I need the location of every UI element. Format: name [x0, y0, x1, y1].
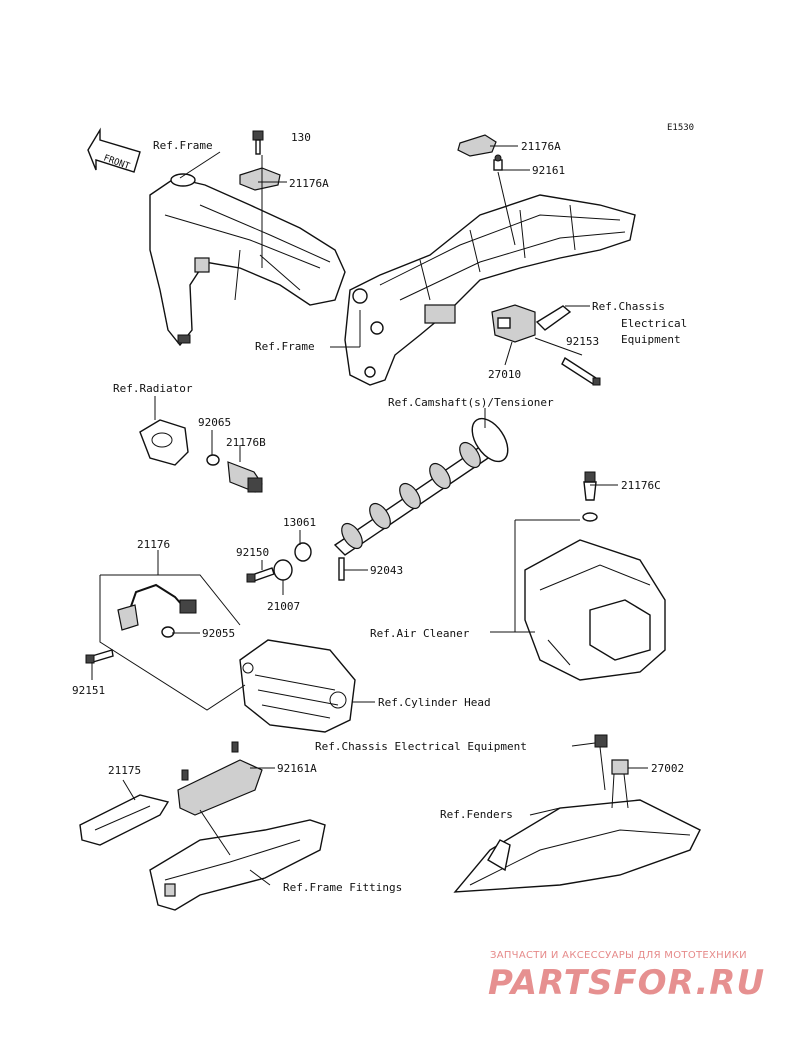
rotor-13061 [294, 542, 312, 562]
label-92161: 92161 [532, 164, 565, 177]
sensor-21176b [227, 461, 263, 493]
radiator-housing [139, 419, 189, 466]
label-ref-radiator: Ref.Radiator [113, 382, 193, 395]
rear-fender [453, 799, 701, 893]
leader-lines [91, 145, 648, 886]
label-130: 130 [291, 131, 311, 144]
label-ref-air-cleaner: Ref.Air Cleaner [370, 627, 470, 640]
sensor-21176a-right [457, 134, 497, 157]
sensor-21176c [582, 471, 598, 522]
connector-27002 [611, 759, 629, 809]
label-21176: 21176 [137, 538, 170, 551]
label-ref-chassis-3: Equipment [621, 333, 681, 346]
bolt-92153 [561, 356, 601, 386]
sensor-21176a-left [239, 167, 281, 191]
label-ref-cylinder-head: Ref.Cylinder Head [378, 696, 491, 709]
label-21176c: 21176C [621, 479, 661, 492]
label-ref-chassis-1: Ref.Chassis [592, 300, 665, 313]
unit-92161a [177, 741, 263, 816]
bolt-130 [252, 130, 264, 155]
bolt-92161 [493, 154, 503, 171]
label-ref-fenders: Ref.Fenders [440, 808, 513, 821]
air-cleaner-box [524, 539, 666, 681]
label-21176a-left: 21176A [289, 177, 329, 190]
label-ref-frame-fittings: Ref.Frame Fittings [283, 881, 402, 894]
label-ref-frame-mid: Ref.Frame [255, 340, 315, 353]
camshaft [333, 417, 509, 556]
label-27002: 27002 [651, 762, 684, 775]
label-ref-chassis-2: Electrical [621, 317, 687, 330]
label-92151: 92151 [72, 684, 105, 697]
washer-92065 [206, 454, 220, 466]
label-92065: 92065 [198, 416, 231, 429]
cover-21175 [79, 794, 170, 846]
sensor-21007 [273, 559, 293, 581]
label-92153: 92153 [566, 335, 599, 348]
frame-fitting-tray [149, 819, 326, 911]
label-27010: 27010 [488, 368, 521, 381]
connector-chassis-rear [594, 734, 608, 791]
front-arrow-icon: FRONT [87, 127, 141, 173]
cylinder-head [239, 639, 356, 733]
label-21176a-right: 21176A [521, 140, 561, 153]
main-frame-drawing [344, 194, 636, 386]
label-92161a: 92161A [277, 762, 317, 775]
watermark-tagline: ЗАПЧАСТИ И АКСЕССУАРЫ ДЛЯ МОТОТЕХНИКИ [490, 950, 747, 961]
label-92150: 92150 [236, 546, 269, 559]
diagram-code: E1530 [667, 123, 694, 133]
label-21007: 21007 [267, 600, 300, 613]
label-ref-frame-top: Ref.Frame [153, 139, 213, 152]
label-ref-chassis-long: Ref.Chassis Electrical Equipment [315, 740, 527, 753]
sensor-21176 [117, 583, 197, 638]
module-27010 [491, 304, 536, 343]
bolt-92150 [246, 567, 275, 583]
front-frame-drawing [149, 173, 346, 347]
label-ref-camshaft: Ref.Camshaft(s)/Tensioner [388, 396, 554, 409]
watermark-logo: PARTSFOR.RU [488, 963, 766, 1003]
label-92055: 92055 [202, 627, 235, 640]
connector-chassis [535, 305, 572, 331]
label-92043: 92043 [370, 564, 403, 577]
label-21176b: 21176B [226, 436, 266, 449]
label-13061: 13061 [283, 516, 316, 529]
bolt-92151 [85, 649, 114, 664]
label-21175: 21175 [108, 764, 141, 777]
pin-92043 [338, 557, 345, 581]
